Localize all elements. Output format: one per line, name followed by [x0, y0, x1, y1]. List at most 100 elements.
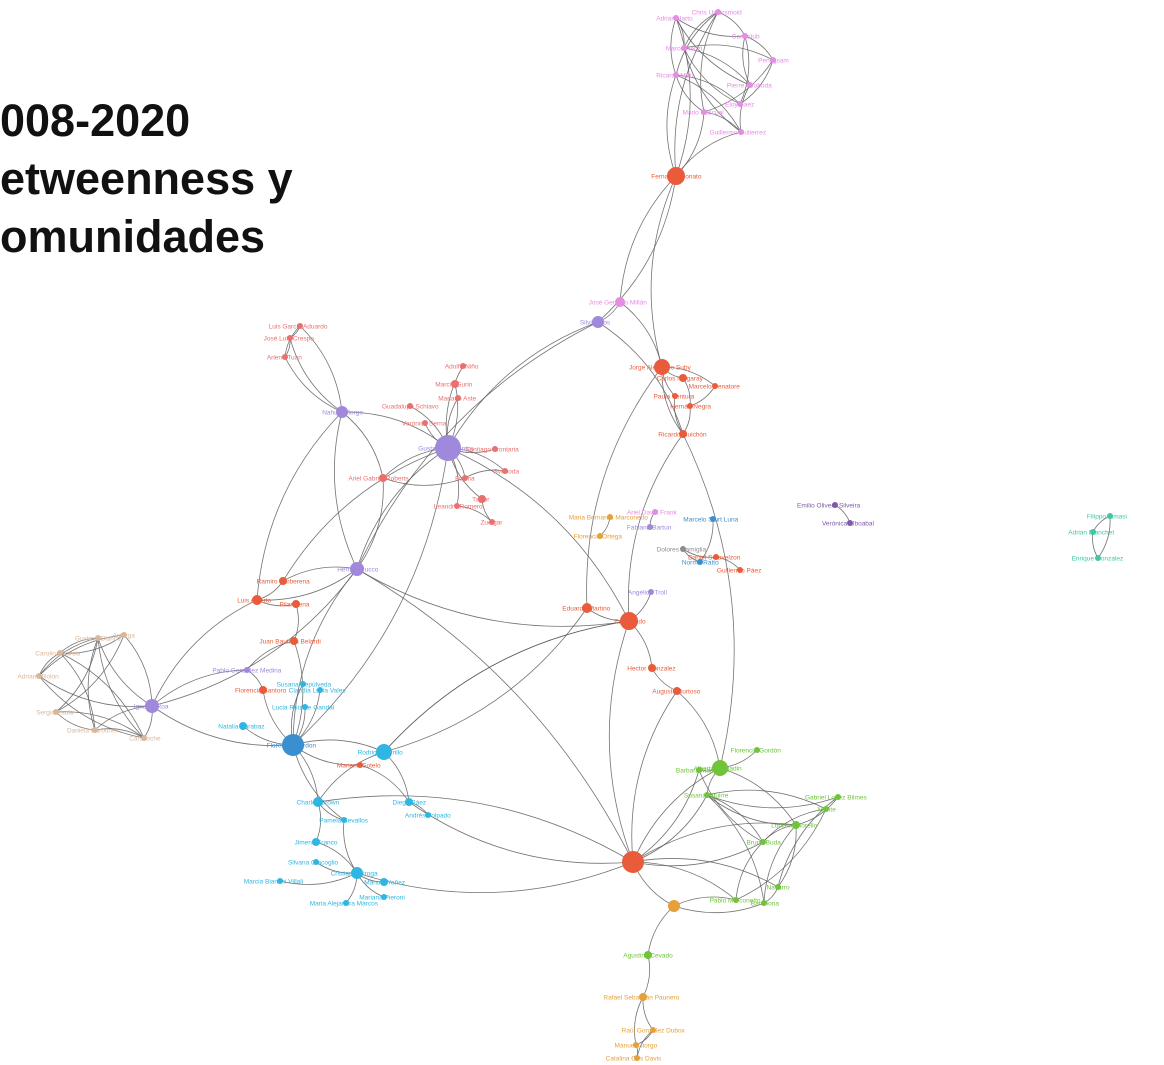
graph-edge [706, 794, 839, 809]
graph-edge [333, 411, 358, 570]
graph-edge [38, 634, 125, 677]
node-label: Zuelgar [480, 520, 503, 527]
node-label: Monte [818, 807, 836, 814]
graph-node [644, 951, 652, 959]
graph-edge [151, 669, 248, 707]
graph-node [460, 363, 466, 369]
graph-edge [55, 637, 99, 713]
graph-edge [246, 640, 295, 671]
graph-edge [670, 17, 677, 76]
node-label: Ricardo Matz [656, 73, 694, 80]
graph-node [287, 335, 293, 341]
graph-node [710, 516, 716, 522]
node-label: Adrian Blanchet [1068, 530, 1114, 537]
node-label: Gustavo Barrientos [418, 446, 474, 453]
graph-node [376, 744, 392, 760]
graph-edge [742, 35, 751, 86]
node-label: Fabiana Bartun [627, 525, 672, 532]
node-label: Eduardo Martino [562, 606, 610, 613]
graph-node [760, 839, 766, 845]
graph-edge [292, 640, 304, 746]
graph-edge [341, 411, 384, 479]
node-label: Manuel Yañez [364, 880, 405, 887]
graph-edge [682, 433, 735, 769]
graph-edge [55, 634, 125, 713]
graph-node [57, 650, 63, 656]
graph-edge [317, 751, 385, 803]
graph-node [668, 900, 680, 912]
node-label: Adriana Rolon [18, 674, 60, 681]
graph-node [680, 546, 686, 552]
graph-edge [675, 17, 691, 177]
graph-node [141, 735, 147, 741]
graph-node [350, 562, 364, 576]
graph-edge [383, 620, 630, 753]
node-label: Astorga [112, 633, 135, 640]
node-label: Paula Ventura [654, 394, 695, 401]
graph-node [252, 595, 262, 605]
graph-edge [642, 954, 651, 998]
graph-node [455, 395, 461, 401]
node-label: Santiago Frontaria [465, 447, 519, 454]
node-label: José Luis Crespo [264, 336, 315, 343]
graph-edge [706, 789, 827, 810]
graph-node [634, 1055, 640, 1061]
graph-node [297, 323, 303, 329]
graph-node [847, 520, 853, 526]
graph-edge [675, 74, 742, 133]
graph-node [747, 82, 753, 88]
graph-edge [284, 356, 343, 413]
graph-node [244, 667, 250, 673]
graph-node [380, 878, 388, 886]
node-label: Leandro Romero [434, 504, 483, 511]
node-label: Maria Alejandra Marcos [310, 901, 379, 908]
title-line-1: 008-2020 [0, 95, 191, 146]
node-label: Norma Ratto [682, 560, 719, 567]
graph-edge [382, 477, 466, 486]
graph-node [492, 446, 498, 452]
graph-node [95, 635, 101, 641]
node-label: Verónica Serna [402, 421, 447, 428]
graph-node [379, 474, 387, 482]
node-label: Hector Gonzalez [627, 666, 675, 673]
graph-node [357, 762, 363, 768]
graph-edge [735, 841, 764, 901]
graph-edge [673, 896, 737, 907]
graph-node [435, 435, 461, 461]
graph-node [405, 798, 413, 806]
graph-edge [628, 433, 684, 622]
graph-edge [719, 767, 797, 826]
graph-node [145, 699, 159, 713]
graph-edge [683, 47, 741, 105]
graph-edge [383, 607, 588, 753]
graph-edge [717, 11, 746, 37]
graph-edge [632, 794, 708, 863]
graph-edge [447, 321, 599, 449]
graph-edge [650, 175, 677, 368]
graph-edge [299, 325, 343, 413]
node-label: Susana Sepúlveda [277, 682, 332, 689]
graph-edge [631, 690, 678, 863]
node-label: Adrian Harto [656, 16, 693, 23]
graph-edge [87, 637, 99, 731]
graph-edge [55, 711, 145, 739]
node-label: Agustina Cevado [623, 953, 673, 960]
graph-edge [675, 74, 741, 105]
node-label: Maria Bernarda Marconetto [569, 515, 649, 522]
node-label: Ramiro Barberena [257, 579, 310, 586]
node-label: Eloy Saez [725, 102, 754, 109]
graph-node [823, 806, 829, 812]
graph-node [502, 468, 508, 474]
node-label: José Gerardo Millán [589, 300, 648, 307]
graph-node [53, 709, 59, 715]
graph-edge [676, 690, 721, 769]
node-label: Filippo Iamasi [1087, 514, 1127, 521]
node-label: Adolfo Niño [445, 364, 479, 371]
node-label: Luis Alberto [237, 598, 271, 605]
graph-edge [706, 794, 797, 826]
node-label: Sergio Paula [36, 710, 74, 717]
graph-node [341, 817, 347, 823]
node-label: Gustavo Blanco [75, 636, 121, 643]
node-label: Mariano Aste [438, 396, 476, 403]
graph-edge [282, 447, 449, 582]
